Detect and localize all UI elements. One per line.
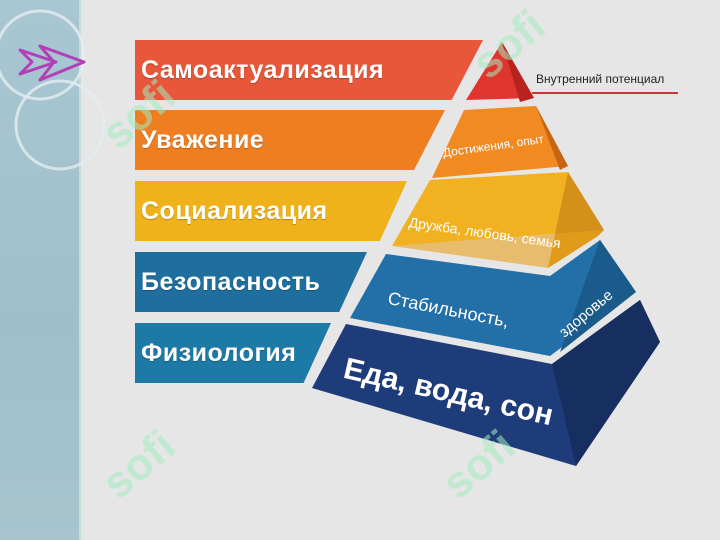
level-safety: Безопасность: [135, 252, 367, 312]
pyramid-esteem-tier: [432, 106, 568, 178]
inner-potential-underline: [532, 92, 678, 94]
inner-potential-label: Внутренний потенциал: [536, 72, 665, 86]
level-self-actualization: Самоактуализация: [135, 40, 483, 100]
level-socialization: Социализация: [135, 181, 407, 241]
level-label: Социализация: [141, 197, 328, 225]
pyramid-safety-tier: [350, 240, 636, 356]
decorative-circles: [0, 9, 106, 171]
level-label: Самоактуализация: [141, 56, 385, 84]
level-physiology: Физиология: [135, 323, 331, 383]
level-label: Физиология: [141, 339, 297, 367]
double-chevron-arrow-icon: [18, 44, 86, 82]
pyramid-social-tier: [392, 172, 604, 246]
level-esteem: Уважение: [135, 110, 445, 170]
level-label: Уважение: [141, 126, 265, 154]
strip-divider: [79, 0, 81, 540]
level-label: Безопасность: [141, 268, 321, 296]
